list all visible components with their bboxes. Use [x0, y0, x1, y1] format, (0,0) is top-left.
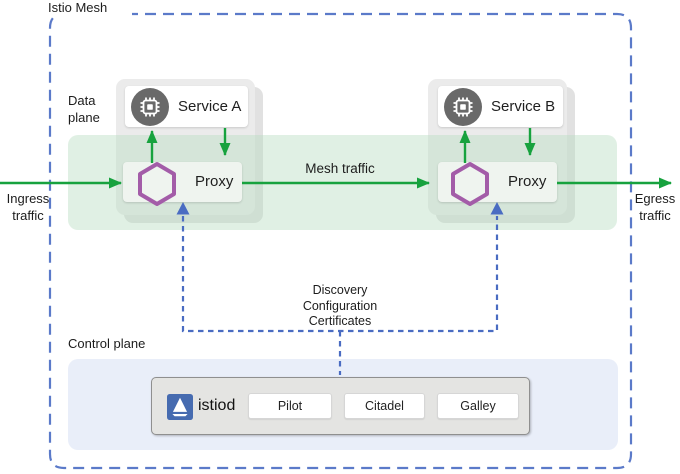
service-a-label: Service A — [178, 98, 242, 115]
istiod-label: istiod — [198, 397, 236, 414]
service-b-label: Service B — [491, 98, 556, 115]
galley-component: Galley — [437, 393, 519, 419]
chip-icon — [444, 87, 482, 126]
pilot-component: Pilot — [248, 393, 332, 419]
service-b-node: Service B — [438, 86, 563, 127]
chip-icon — [131, 87, 169, 126]
istio-sailboat-icon — [167, 394, 193, 420]
ingress-traffic-label: Ingress traffic — [6, 191, 50, 223]
diagram-title: Istio Mesh — [44, 0, 132, 16]
mesh-traffic-label: Mesh traffic — [305, 161, 375, 176]
data-plane-label: Data plane — [68, 93, 100, 125]
istiod-node: istiod Pilot Citadel Galley — [151, 377, 530, 435]
egress-traffic-label: Egress traffic — [634, 191, 676, 223]
connector-caption-line: Discovery — [312, 283, 368, 297]
service-a-node: Service A — [125, 86, 248, 127]
control-plane-label: Control plane — [68, 336, 146, 351]
proxy-b-label: Proxy — [508, 173, 547, 190]
connector-caption: Discovery Configuration Certificates — [270, 283, 410, 330]
connector-caption-line: Configuration — [302, 298, 378, 313]
hexagon-outline-icon — [138, 162, 176, 206]
citadel-component: Citadel — [344, 393, 425, 419]
hexagon-outline-icon — [451, 162, 489, 206]
connector-caption-line: Certificates — [308, 314, 372, 328]
proxy-a-label: Proxy — [195, 173, 234, 190]
